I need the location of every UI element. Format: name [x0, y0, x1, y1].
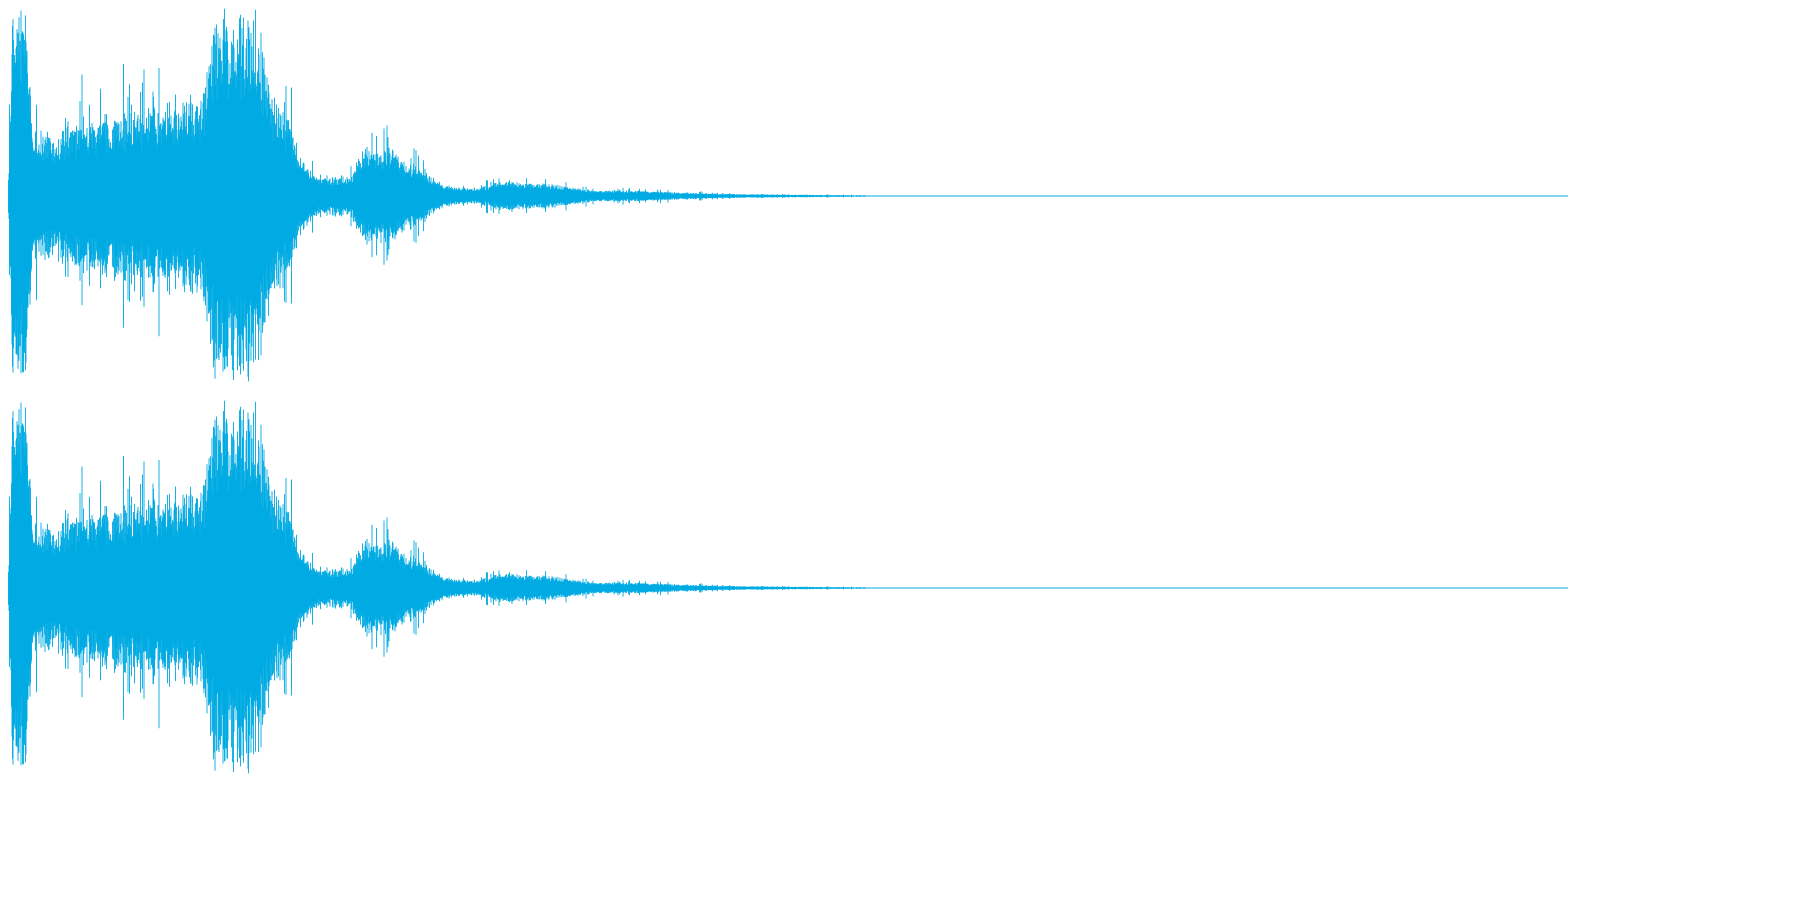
right-channel-waveform: [8, 400, 1568, 774]
right-channel-track[interactable]: [0, 392, 1568, 784]
left-channel-track[interactable]: [0, 0, 1568, 392]
left-waveform-body: [8, 8, 869, 382]
right-waveform-body: [8, 400, 869, 774]
waveform-view[interactable]: [0, 0, 1568, 784]
left-channel-waveform: [8, 8, 1568, 382]
